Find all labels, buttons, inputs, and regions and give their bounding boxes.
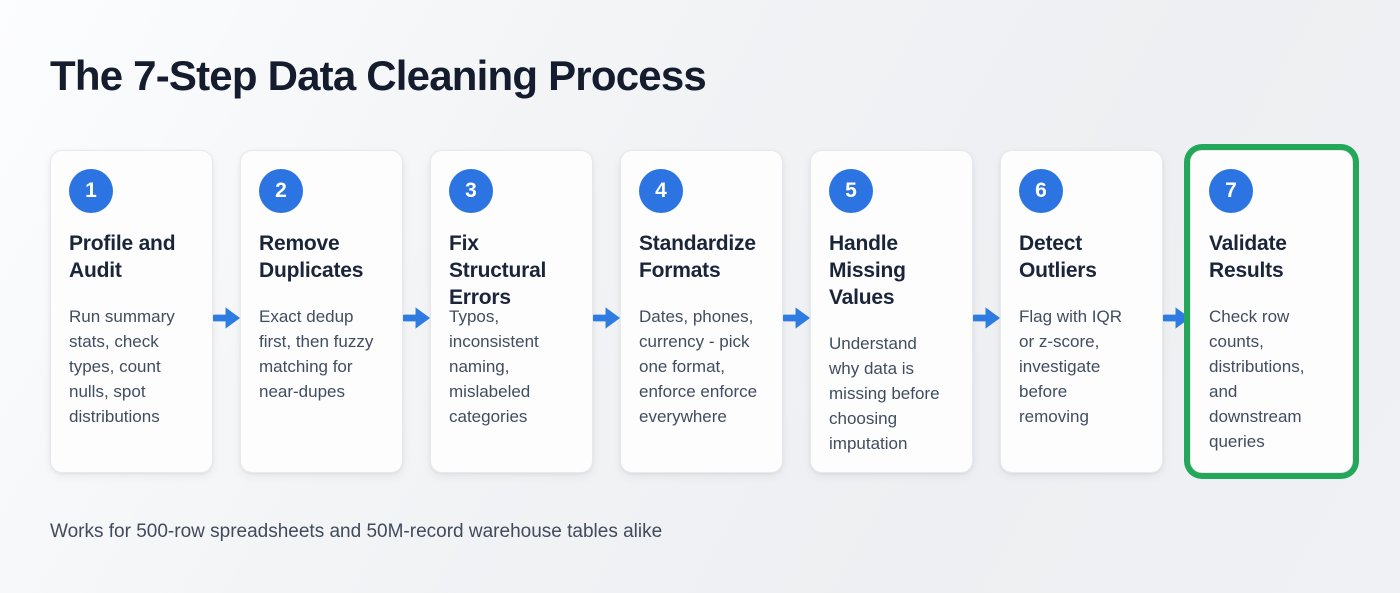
step-title: Detect Outliers [1019, 232, 1097, 283]
step-card-1: 1 Profile and Audit Run summary stats, c… [50, 150, 213, 474]
step-title: Standardize Formats [639, 232, 756, 283]
step-number-badge: 2 [259, 169, 303, 214]
step-number-badge: 5 [829, 169, 873, 214]
step-description: Run summary stats, check types, count nu… [69, 307, 175, 427]
arrow-right-icon [213, 307, 240, 329]
footer-note: Works for 500-row spreadsheets and 50M-r… [50, 521, 663, 543]
arrow-right-icon [783, 307, 810, 329]
step-title: Validate Results [1209, 232, 1287, 283]
step-title: Remove Duplicates [259, 232, 364, 283]
step-card-3: 3 Fix Structural Errors Typos, inconsist… [430, 150, 593, 474]
step-number: 5 [845, 179, 857, 203]
step-number-badge: 7 [1209, 169, 1253, 214]
step-description: Exact dedup first, then fuzzy matching f… [259, 307, 374, 402]
step-title: Fix Structural Errors [449, 232, 547, 310]
step-card-6: 6 Detect Outliers Flag with IQR or z-sco… [1000, 150, 1163, 474]
page-title: The 7-Step Data Cleaning Process [50, 52, 707, 99]
step-number: 3 [465, 179, 477, 203]
step-number-badge: 6 [1019, 169, 1063, 214]
step-card-4: 4 Standardize Formats Dates, phones, cur… [620, 150, 783, 474]
flow-arrow [1163, 307, 1190, 329]
flow-arrow [213, 307, 240, 329]
flow-arrow [593, 307, 620, 329]
step-title: Profile and Audit [69, 232, 176, 283]
step-card-5: 5 Handle Missing Values Understand why d… [810, 150, 973, 474]
step-description: Dates, phones, currency - pick one forma… [639, 307, 758, 427]
flow-arrow [403, 307, 430, 329]
step-number-badge: 3 [449, 169, 493, 214]
step-title: Handle Missing Values [829, 232, 906, 310]
flow-arrow [973, 307, 1000, 329]
step-number: 2 [275, 179, 287, 203]
step-number-badge: 1 [69, 169, 113, 214]
process-flow: 1 Profile and Audit Run summary stats, c… [50, 150, 1353, 474]
step-description: Typos, inconsistent naming, mislabeled c… [449, 307, 539, 427]
step-number: 4 [655, 179, 667, 203]
step-card-2: 2 Remove Duplicates Exact dedup first, t… [240, 150, 403, 474]
step-number: 7 [1225, 179, 1237, 203]
arrow-right-icon [403, 307, 430, 329]
step-description: Check row counts, distributions, and dow… [1209, 307, 1305, 452]
arrow-right-icon [593, 307, 620, 329]
step-description: Flag with IQR or z-score, investigate be… [1019, 307, 1122, 427]
arrow-right-icon [973, 307, 1000, 329]
step-card-7: 7 Validate Results Check row counts, dis… [1190, 150, 1353, 474]
step-number: 6 [1035, 179, 1047, 203]
arrow-right-icon [1163, 307, 1190, 329]
step-number-badge: 4 [639, 169, 683, 214]
flow-arrow [783, 307, 810, 329]
step-number: 1 [85, 179, 97, 203]
step-description: Understand why data is missing before ch… [829, 334, 940, 454]
